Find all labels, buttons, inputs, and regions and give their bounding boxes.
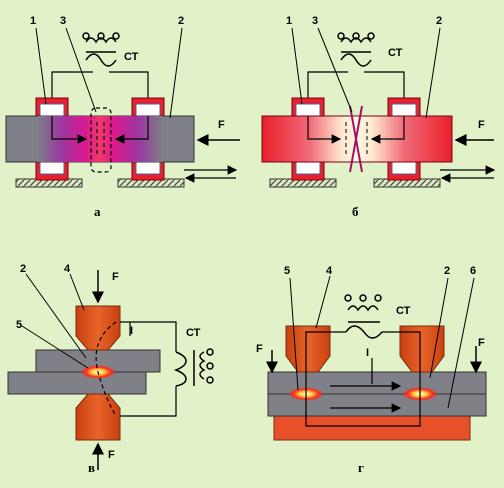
label-1-b: 1: [286, 15, 292, 27]
label-5-d: 5: [284, 265, 290, 277]
transformer-label-c: СТ: [186, 327, 201, 339]
force-label-b: F: [478, 119, 485, 131]
force-bottom-label-c: F: [108, 449, 115, 461]
label-2-b: 2: [436, 15, 442, 27]
panel-c: I СТ F F 2 4 5 в: [7, 263, 214, 475]
joint-zone-a: [90, 107, 112, 173]
transformer-label-b: СТ: [388, 47, 403, 59]
label-4-c: 4: [64, 263, 71, 275]
force-right-label-d: F: [478, 337, 485, 349]
label-3-a: 3: [60, 15, 66, 27]
transformer-label-a: СТ: [124, 51, 139, 63]
label-5-c: 5: [16, 319, 22, 331]
label-2-d: 2: [444, 265, 450, 277]
transformer-a: [82, 32, 120, 67]
electrode-top-c: [75, 305, 121, 351]
panel-d: I СТ F F 5 4 2 6 г: [256, 265, 487, 475]
panel-a: СТ F 1 3 2 а: [5, 15, 240, 219]
transformer-b: [337, 32, 375, 67]
transformer-label-d: СТ: [396, 305, 411, 317]
electrode-right-d: [399, 325, 445, 373]
label-4-d: 4: [326, 265, 333, 277]
transformer-d: [344, 294, 383, 339]
panel-b: СТ F 1 3 2 б: [261, 15, 496, 219]
force-top-label-c: F: [112, 271, 119, 283]
label-2-a: 2: [178, 15, 184, 27]
electrode-left-d: [285, 325, 331, 373]
label-1-a: 1: [30, 15, 36, 27]
current-label-d: I: [366, 347, 369, 359]
label-6-d: 6: [470, 265, 476, 277]
sheet-bottom-d: [267, 393, 487, 417]
caption-b: б: [352, 204, 359, 219]
caption-c: в: [88, 460, 95, 475]
upset-zone-b: [349, 105, 363, 173]
base-plate-d: [273, 415, 471, 441]
caption-d: г: [358, 460, 364, 475]
sheet-bottom-c: [7, 371, 147, 395]
force-left-label-d: F: [256, 343, 263, 355]
transformer-c: [193, 348, 214, 386]
electrode-bottom-c: [75, 393, 121, 441]
caption-a: а: [94, 204, 101, 219]
label-3-b: 3: [312, 15, 318, 27]
label-2-c: 2: [20, 263, 26, 275]
force-label-a: F: [218, 119, 225, 131]
current-label-c: I: [130, 325, 133, 337]
